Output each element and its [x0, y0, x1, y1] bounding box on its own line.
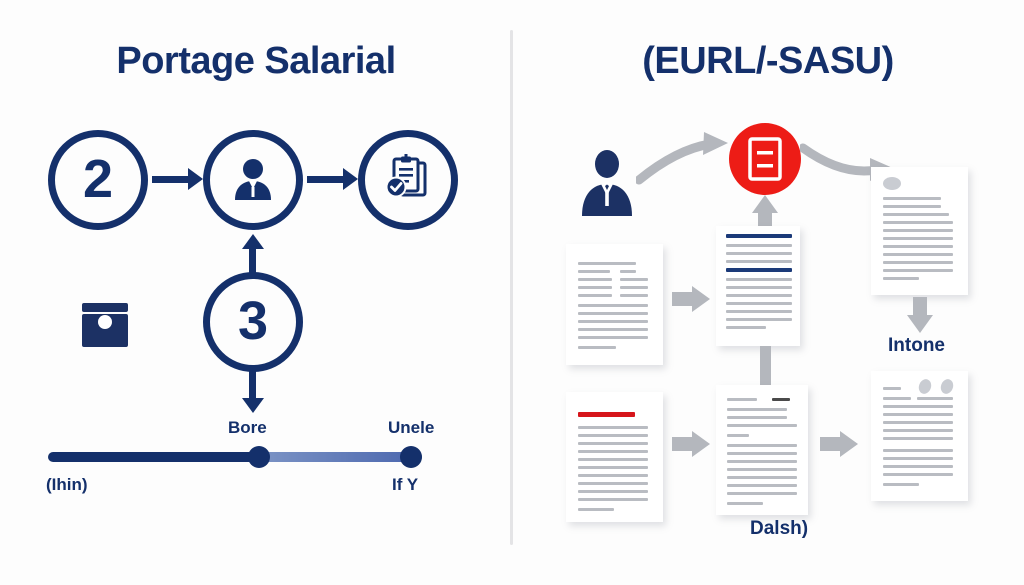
slider-track[interactable] — [48, 452, 422, 462]
businessman-icon — [582, 150, 632, 216]
slider-label-start: (Ihin) — [46, 475, 88, 494]
label-dalsh: Dalsh) — [750, 518, 809, 539]
step-number-label: 2 — [82, 149, 114, 209]
step-circle-person — [203, 130, 303, 230]
briefcase-icon — [82, 303, 128, 347]
slider-label-right: Unele — [388, 418, 435, 437]
slider-handle-1[interactable] — [248, 446, 270, 468]
document-bottom-left — [566, 392, 663, 522]
left-panel-title: Portage Salarial — [116, 40, 396, 82]
slider-label-end: If Y — [392, 475, 419, 494]
connector-top-mid-to-bottom-mid — [760, 346, 771, 388]
central-red-badge — [729, 123, 801, 195]
step-number-label: 3 — [237, 291, 269, 351]
slider-handle-2[interactable] — [400, 446, 422, 468]
curved-arrow-person-to-badge — [636, 132, 728, 185]
document-top-mid — [716, 226, 800, 346]
slider-label-mid: Bore — [228, 418, 267, 437]
right-panel-title: (EURL/-SASU) — [642, 40, 894, 82]
document-bottom-mid — [716, 385, 808, 515]
document-top-right — [871, 167, 968, 295]
person-icon — [235, 159, 271, 200]
document-bottom-right — [871, 371, 968, 501]
clipboard-check-icon — [385, 154, 427, 198]
step-circle-document — [358, 130, 458, 230]
label-intone: Intone — [888, 335, 945, 356]
step-circle-3: 3 — [203, 272, 303, 372]
document-badge-icon — [748, 137, 782, 181]
document-top-left — [566, 244, 663, 365]
panel-divider — [510, 30, 513, 545]
step-circle-2: 2 — [48, 130, 148, 230]
